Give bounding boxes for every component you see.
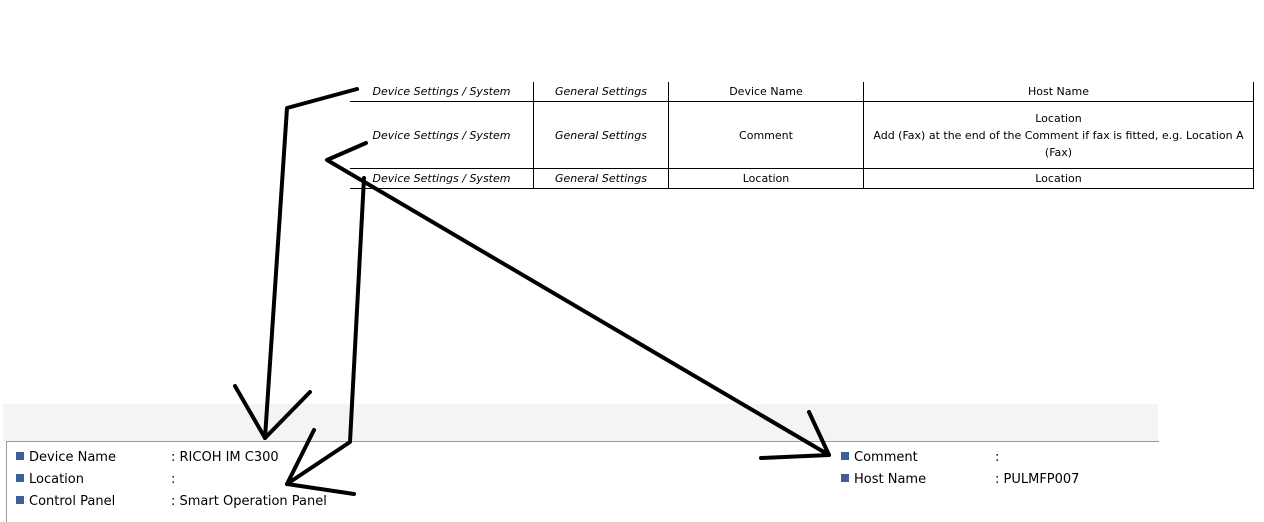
info-row-host-name: Host Name: [841, 472, 926, 488]
info-label: Location: [29, 472, 84, 487]
info-row-comment: Comment: [841, 450, 918, 466]
settings-group-cell: General Settings: [533, 168, 669, 189]
settings-group-cell: General Settings: [533, 101, 669, 169]
info-label: Device Name: [29, 450, 116, 465]
settings-path-cell: Device Settings / System: [350, 82, 534, 102]
mapping-text: Location: [1035, 172, 1082, 185]
setting-field-cell: Comment: [668, 101, 864, 169]
table-row: Device Settings / System General Setting…: [350, 168, 1254, 189]
info-value-device-name: : RICOH IM C300: [171, 450, 279, 465]
table-row: Device Settings / System General Setting…: [350, 82, 1254, 102]
bullet-icon: [841, 474, 849, 482]
settings-mapping-table: Device Settings / System General Setting…: [350, 82, 1254, 189]
info-row-control-panel: Control Panel: [16, 494, 115, 510]
info-value-location: :: [171, 472, 176, 487]
settings-path-cell: Device Settings / System: [350, 168, 534, 189]
settings-path-cell: Device Settings / System: [350, 101, 534, 169]
mapping-note: Add (Fax) at the end of the Comment if f…: [873, 128, 1244, 142]
mapping-cell: Host Name: [863, 82, 1254, 102]
arrow-device-name: [263, 87, 359, 440]
bullet-icon: [841, 452, 849, 460]
settings-group-cell: General Settings: [533, 82, 669, 102]
info-value-host-name: : PULMFP007: [995, 472, 1080, 487]
table-row: Device Settings / System General Setting…: [350, 101, 1254, 169]
bullet-icon: [16, 452, 24, 460]
info-label: Host Name: [854, 472, 927, 487]
mapping-cell: Location Add (Fax) at the end of the Com…: [863, 101, 1254, 169]
header-band: [3, 404, 1158, 441]
mapping-note-cont: (Fax): [1044, 145, 1073, 159]
info-value-comment: :: [995, 450, 1000, 465]
mapping-cell: Location: [863, 168, 1254, 189]
device-info-panel: Device Name : RICOH IM C300 Location : C…: [6, 441, 1159, 522]
setting-field-cell: Location: [668, 168, 864, 189]
setting-field-cell: Device Name: [668, 82, 864, 102]
info-value-control-panel: : Smart Operation Panel: [171, 494, 327, 509]
bullet-icon: [16, 496, 24, 504]
bullet-icon: [16, 474, 24, 482]
info-label: Control Panel: [29, 494, 116, 509]
info-row-location: Location: [16, 472, 84, 488]
info-label: Comment: [854, 450, 918, 465]
mapping-text: Host Name: [1028, 85, 1089, 98]
info-row-device-name: Device Name: [16, 450, 116, 466]
mapping-text: Location: [1035, 111, 1082, 125]
